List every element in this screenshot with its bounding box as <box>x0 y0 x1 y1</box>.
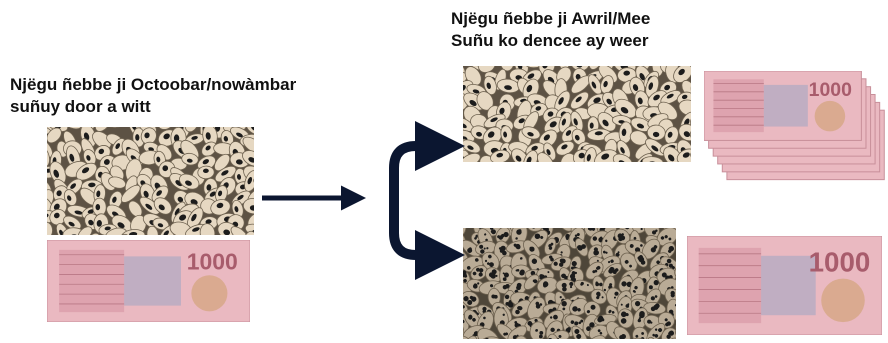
fork-lower-branch <box>389 198 465 280</box>
left-caption-line2: suñuy door a witt <box>10 97 151 116</box>
beans-october-photo <box>47 127 254 235</box>
black-eyed-pea-pile-icon <box>463 66 691 162</box>
black-eyed-pea-pile-icon <box>47 127 254 235</box>
fork-upper-branch <box>389 121 465 198</box>
banknote-stack: 100010001000100010001000 <box>704 71 887 183</box>
svg-text:1000: 1000 <box>809 79 852 101</box>
beans-april-photo <box>463 66 691 162</box>
banknote-right: 1000 <box>687 236 882 335</box>
right-caption: Njëgu ñebbe ji Awril/Mee Suñu ko dencee … <box>451 8 650 52</box>
svg-text:1000: 1000 <box>187 249 238 275</box>
left-caption-line1: Njëgu ñebbe ji Octoobar/nowàmbar <box>10 75 297 94</box>
weevil-damaged-beans-icon <box>463 228 676 339</box>
cfa-1000-franc-note-icon: 1000 <box>687 236 882 335</box>
svg-text:1000: 1000 <box>809 247 871 278</box>
right-caption-line2: Suñu ko dencee ay weer <box>451 31 649 50</box>
banknote-left: 1000 <box>47 240 250 322</box>
cfa-1000-franc-note-icon: 1000 <box>47 240 250 322</box>
cfa-1000-franc-note-stack-icon: 100010001000100010001000 <box>704 71 885 181</box>
right-caption-line1: Njëgu ñebbe ji Awril/Mee <box>451 9 651 28</box>
beans-damaged-photo <box>463 228 676 339</box>
left-caption: Njëgu ñebbe ji Octoobar/nowàmbar suñuy d… <box>10 74 296 118</box>
